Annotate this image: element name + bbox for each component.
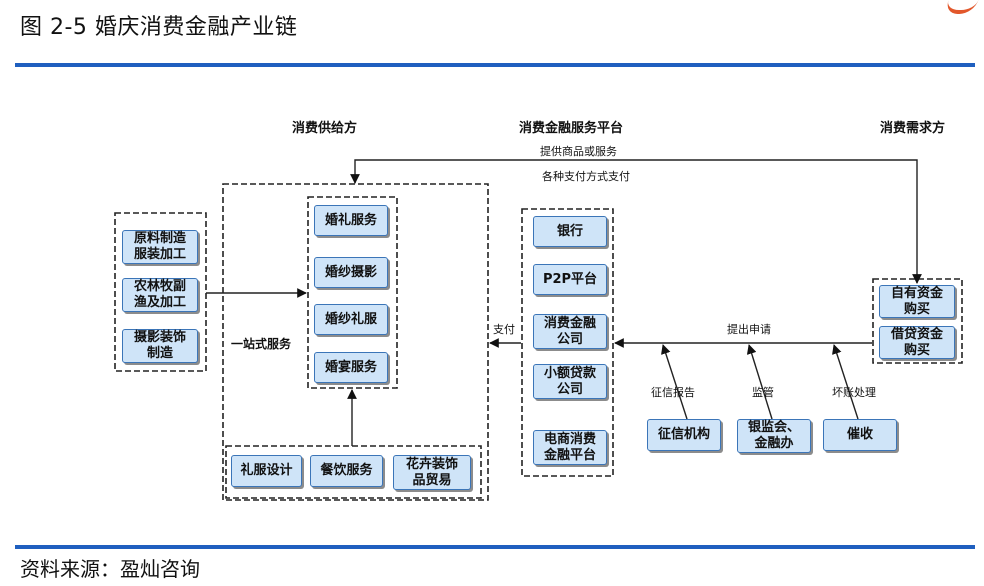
- source-note: 资料来源：盈灿咨询: [20, 557, 200, 581]
- provide-goods-connector: [350, 159, 922, 284]
- upstream-box: 摄影装饰 制造: [122, 329, 198, 363]
- upstream-group-frame: [114, 212, 207, 372]
- wedding-service-box: 婚纱摄影: [314, 257, 388, 288]
- wedding-service-box: 婚纱礼服: [314, 304, 388, 335]
- apply-label: 提出申请: [727, 323, 771, 336]
- pay-label: 支付: [493, 323, 515, 336]
- regulator-box: 催收: [823, 419, 897, 451]
- wedding-service-box: 婚宴服务: [314, 352, 388, 383]
- demand-header: 消费需求方: [880, 121, 946, 136]
- platform-box: 银行: [533, 216, 607, 247]
- supervise-label: 监管: [752, 386, 774, 399]
- platform-box: 消费金融 公司: [533, 314, 607, 349]
- platform-header: 消费金融服务平台: [519, 121, 624, 136]
- supply-header: 消费供给方: [292, 121, 358, 136]
- support-service-box: 礼服设计: [231, 455, 302, 487]
- supervise-arrow: [746, 344, 773, 420]
- footer-divider: [15, 545, 975, 549]
- credit-report-arrow: [661, 344, 688, 420]
- platform-box: 小额贷款 公司: [533, 364, 607, 399]
- support-service-box: 花卉装饰 品贸易: [393, 455, 471, 490]
- demand-group-frame: [872, 278, 963, 364]
- demand-box: 自有资金 购买: [879, 285, 955, 318]
- platform-box: P2P平台: [533, 264, 607, 295]
- support-services-frame: [225, 445, 482, 499]
- supply-group-frame: [222, 183, 489, 501]
- pay-methods-label: 各种支付方式支付: [542, 170, 630, 183]
- provide-goods-label: 提供商品或服务: [540, 145, 617, 158]
- one-stop-label: 一站式服务: [231, 337, 292, 351]
- credit-report-label: 征信报告: [651, 386, 695, 399]
- wedding-service-box: 婚礼服务: [314, 205, 388, 236]
- upstream-box: 原料制造 服装加工: [122, 230, 198, 264]
- upstream-box: 农林牧副 渔及加工: [122, 278, 198, 312]
- wedding-services-frame: [307, 196, 398, 389]
- bad-debt-arrow: [832, 344, 859, 420]
- bad-debt-label: 坏账处理: [832, 386, 876, 399]
- regulator-box: 征信机构: [647, 419, 721, 451]
- support-service-box: 餐饮服务: [310, 455, 383, 487]
- regulator-box: 银监会、 金融办: [737, 419, 811, 453]
- demand-box: 借贷资金 购买: [879, 326, 955, 359]
- platform-box: 电商消费 金融平台: [533, 430, 607, 465]
- header-divider: [15, 63, 975, 67]
- page-title: 图 2-5 婚庆消费金融产业链: [20, 15, 298, 40]
